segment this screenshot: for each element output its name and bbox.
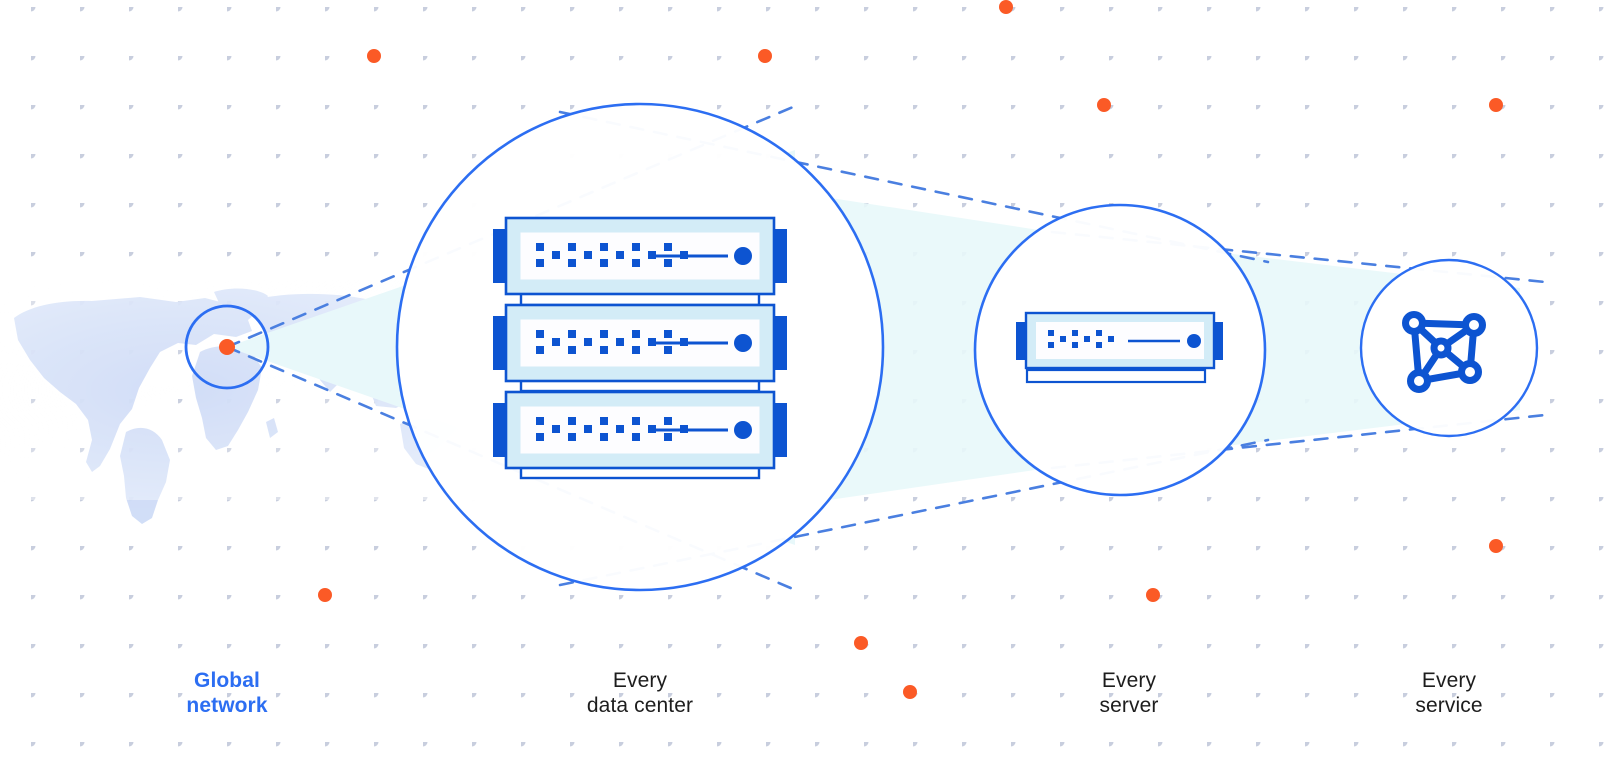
map-location-marker[interactable] — [184, 304, 270, 390]
node-graph-mesh-icon — [1402, 311, 1486, 393]
stage-label-global-network: Global network — [186, 669, 268, 717]
map-location-circle — [184, 304, 270, 390]
stage-label-server: Every server — [1099, 669, 1159, 717]
server-unit — [493, 216, 787, 296]
server-rack-icon — [493, 216, 787, 480]
map-location-pin-icon — [219, 339, 235, 355]
single-server-icon — [1016, 311, 1223, 384]
highlight-dots — [318, 0, 1503, 699]
server-unit — [493, 303, 787, 383]
stage-label-service: Every service — [1415, 669, 1483, 717]
stage-label-data-center: Every data center — [586, 669, 694, 717]
server-unit — [493, 390, 787, 470]
